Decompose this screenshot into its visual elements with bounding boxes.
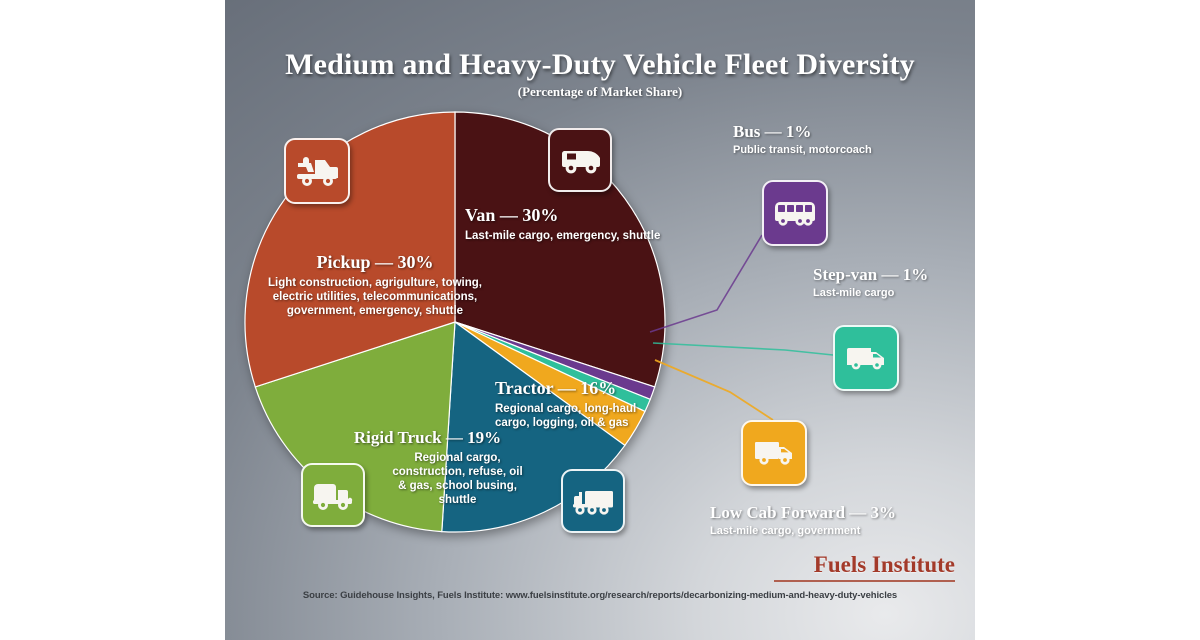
callout-label-low-cab-forward-desc: Last-mile cargo, government	[710, 525, 861, 537]
slice-label-tractor-desc: Regional cargo, long-haul cargo, logging…	[495, 403, 637, 429]
slice-label-rigid-truck: Rigid Truck — 19% Regional cargo, constr…	[330, 428, 525, 507]
slice-label-pickup-title: Pickup — 30%	[316, 252, 434, 272]
box-truck-icon	[741, 420, 807, 486]
slice-label-pickup: Pickup — 30% Light construction, agrigul…	[260, 252, 490, 318]
slice-label-van-desc: Last-mile cargo, emergency, shuttle	[465, 230, 661, 242]
bus-icon	[762, 180, 828, 246]
slice-label-tractor: Tractor — 16% Regional cargo, long-haul …	[495, 378, 705, 430]
step-van-icon	[833, 325, 899, 391]
callout-label-step-van-title: Step-van — 1%	[813, 265, 929, 284]
slice-label-rigid-truck-desc: Regional cargo, construction, refuse, oi…	[392, 452, 523, 506]
van-icon	[548, 128, 612, 192]
callout-label-step-van: Step-van — 1% Last-mile cargo	[813, 265, 928, 299]
slice-label-tractor-title: Tractor — 16%	[495, 378, 617, 398]
page-subtitle: (Percentage of Market Share)	[517, 84, 683, 99]
refuse-truck-icon	[301, 463, 365, 527]
callout-label-low-cab-forward: Low Cab Forward — 3% Last-mile cargo, go…	[710, 503, 896, 537]
slice-label-pickup-desc: Light construction, agrigulture, towing,…	[267, 277, 482, 317]
pickup-truck-icon	[284, 138, 350, 204]
tractor-trailer-icon	[561, 469, 625, 533]
page-title: Medium and Heavy-Duty Vehicle Fleet Dive…	[285, 48, 915, 81]
callout-label-bus-desc: Public transit, motorcoach	[733, 144, 872, 156]
logo-underline	[774, 580, 955, 582]
fuels-institute-logo: Fuels Institute	[813, 552, 955, 577]
slice-label-rigid-truck-title: Rigid Truck — 19%	[353, 428, 502, 447]
callout-label-bus: Bus — 1% Public transit, motorcoach	[733, 122, 872, 156]
slice-label-van-title: Van — 30%	[465, 205, 559, 225]
slice-label-van: Van — 30% Last-mile cargo, emergency, sh…	[465, 205, 715, 243]
pie-slice-van	[454, 111, 666, 388]
source-citation: Source: Guidehouse Insights, Fuels Insti…	[302, 590, 898, 601]
callout-label-low-cab-forward-title: Low Cab Forward — 3%	[710, 503, 897, 522]
infographic-canvas: Medium and Heavy-Duty Vehicle Fleet Dive…	[225, 0, 975, 640]
callout-label-bus-title: Bus — 1%	[733, 122, 812, 141]
callout-label-step-van-desc: Last-mile cargo	[813, 287, 895, 299]
